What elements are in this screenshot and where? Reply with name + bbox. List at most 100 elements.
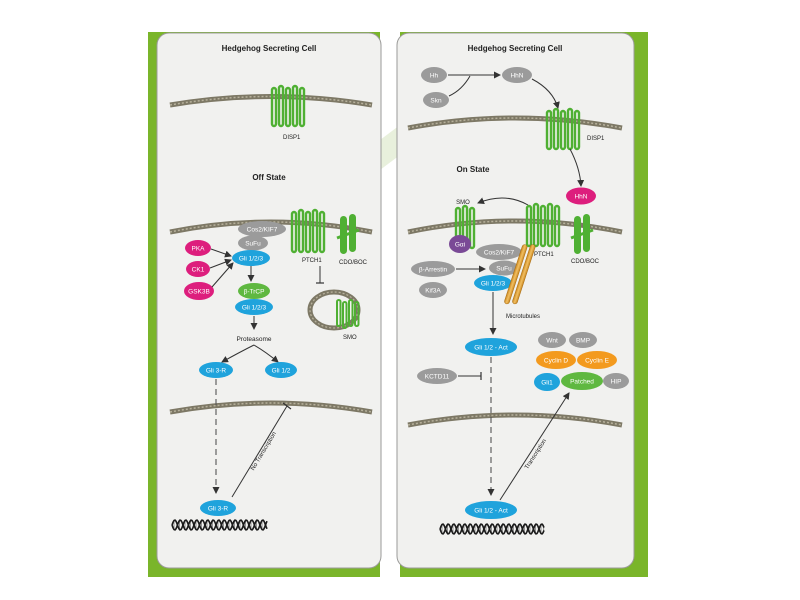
off-cos2-node: Cos2/KIF7 xyxy=(238,221,286,237)
off-nuclear-membrane xyxy=(169,400,373,415)
on-hhn-top-label: HhN xyxy=(510,73,523,80)
on-bmp-node: BMP xyxy=(569,332,597,348)
on-cyclin-d-node: Cyclin D xyxy=(536,351,576,369)
background-white-strip xyxy=(380,32,400,577)
off-gsk3b-label: GSK3B xyxy=(188,289,210,296)
on-sufu-label: SuFu xyxy=(496,266,512,273)
on-gli1-label: Gli1 xyxy=(541,380,553,387)
off-panel-box xyxy=(156,32,382,569)
off-ck1-arrow xyxy=(209,258,232,269)
off-gli123-top-label: Gli 1/2/3 xyxy=(239,256,264,263)
on-smo-label: SMO xyxy=(456,200,470,206)
background-notch xyxy=(380,125,400,170)
off-gli123-bottom-node: Gli 1/2/3 xyxy=(235,299,273,315)
on-gli123-node: Gli 1/2/3 xyxy=(474,275,512,291)
off-ck1-label: CK1 xyxy=(192,267,205,274)
off-gli3r-dna-label: Gli 3-R xyxy=(208,506,229,513)
off-ptch1-receptor xyxy=(290,208,326,254)
on-barrestin-label: β-Arrestin xyxy=(419,267,448,274)
off-gsk3b-node: GSK3B xyxy=(184,282,214,300)
off-top-membrane xyxy=(169,94,373,108)
off-ptch1-label: PTCH1 xyxy=(302,258,322,264)
off-proteasome-label: Proteasome xyxy=(236,336,271,343)
on-patched-node: Patched xyxy=(561,372,603,390)
off-cos2-label: Cos2/KIF7 xyxy=(247,227,278,234)
on-wnt-label: Wnt xyxy=(546,338,558,345)
off-proteasome-split-left xyxy=(221,344,255,363)
on-microtubules-label: Microtubules xyxy=(506,314,540,320)
on-sufu-node: SuFu xyxy=(489,260,519,276)
on-disp1-label: DISP1 xyxy=(587,136,605,142)
on-cell-membrane xyxy=(407,218,623,235)
on-gai-label: Gαi xyxy=(455,242,465,249)
on-disp1-to-hhn-arrow xyxy=(569,148,585,187)
on-dna-helix xyxy=(439,523,545,535)
off-gli3r-node: Gli 3-R xyxy=(199,362,233,378)
on-skn-join-arrow xyxy=(448,75,471,97)
off-gli123-top-node: Gli 1/2/3 xyxy=(232,250,270,266)
on-nuclear-membrane xyxy=(407,412,623,428)
off-sufu-label: SuFu xyxy=(245,241,261,248)
on-gli1-node: Gli1 xyxy=(534,373,560,391)
on-gli12-act-dna-node: Gli 1/2 - Act xyxy=(465,501,517,519)
on-patched-label: Patched xyxy=(570,379,594,386)
off-cdo-boc-receptor xyxy=(336,214,360,254)
on-barrestin-node: β-Arrestin xyxy=(411,261,455,277)
off-panel-title: Hedgehog Secreting Cell xyxy=(222,44,317,53)
on-cos2-node: Cos2/KiF7 xyxy=(476,244,522,260)
off-gli123-bottom-label: Gli 1/2/3 xyxy=(242,305,267,312)
on-kctd11-label: KCTD11 xyxy=(425,374,450,381)
off-ck1-node: CK1 xyxy=(186,261,210,277)
off-pka-arrow xyxy=(210,248,232,258)
off-gli12-label: Gli 1/2 xyxy=(272,368,291,375)
on-gli123-label: Gli 1/2/3 xyxy=(481,281,506,288)
off-sufu-node: SuFu xyxy=(238,235,268,251)
off-gli3r-dna-node: Gli 3-R xyxy=(200,500,236,516)
on-state-label: On State xyxy=(457,165,490,174)
off-gli3r-label: Gli 3-R xyxy=(206,368,227,375)
on-cdo-boc-receptor xyxy=(570,214,594,254)
on-top-membrane xyxy=(407,115,623,131)
on-hip-label: HIP xyxy=(611,379,622,386)
on-gai-node: Gαi xyxy=(449,235,471,253)
on-cyclin-e-label: Cyclin E xyxy=(585,358,610,365)
on-gli12-act-node: Gli 1/2 - Act xyxy=(465,338,517,356)
on-cyclin-d-label: Cyclin D xyxy=(544,358,569,365)
on-hhn-bound-node: HhN xyxy=(566,187,596,205)
off-dna-helix xyxy=(171,519,268,531)
on-skn-label: Skn xyxy=(430,98,442,105)
off-state-label: Off State xyxy=(252,173,286,182)
off-smo-label: SMO xyxy=(343,335,357,341)
on-cyclin-e-node: Cyclin E xyxy=(577,351,617,369)
on-kif3a-label: Kif3A xyxy=(425,288,441,295)
on-gli12-act-label: Gli 1/2 - Act xyxy=(474,345,508,352)
on-cdo-boc-label: CDO/BOC xyxy=(571,259,600,265)
on-hhn-bound-label: HhN xyxy=(574,194,587,201)
on-gli12-act-dna-label: Gli 1/2 - Act xyxy=(474,508,508,515)
on-microtubules xyxy=(504,244,536,305)
off-btrcp-node: β-TrCP xyxy=(238,283,270,299)
on-transcription-arrow xyxy=(499,392,570,501)
on-ptch1-to-smo-arrow xyxy=(477,197,529,206)
off-smo-vesicle xyxy=(307,289,361,331)
off-pka-node: PKA xyxy=(185,240,211,256)
on-state-panel: Hedgehog Secreting Cell Hh Skn HhN xyxy=(396,32,635,569)
on-skn-node: Skn xyxy=(423,92,449,108)
on-bmp-label: BMP xyxy=(576,338,590,345)
off-disp1-label: DISP1 xyxy=(283,135,301,141)
on-hh-label: Hh xyxy=(430,73,439,80)
off-btrcp-label: β-TrCP xyxy=(244,289,265,296)
on-kif3a-node: Kif3A xyxy=(419,282,447,298)
off-pka-label: PKA xyxy=(191,246,205,253)
off-no-transcription-line xyxy=(231,405,288,498)
on-hh-node: Hh xyxy=(421,67,447,83)
on-ptch1-label: PTCH1 xyxy=(534,252,554,258)
on-hhn-top-node: HhN xyxy=(502,67,532,83)
on-wnt-node: Wnt xyxy=(538,332,566,348)
on-ptch1-receptor xyxy=(525,202,561,248)
off-disp1-receptor xyxy=(270,84,306,128)
off-cdo-boc-label: CDO/BOC xyxy=(339,260,368,266)
off-gsk3b-arrow xyxy=(211,262,234,288)
on-cos2-label: Cos2/KiF7 xyxy=(484,250,515,257)
